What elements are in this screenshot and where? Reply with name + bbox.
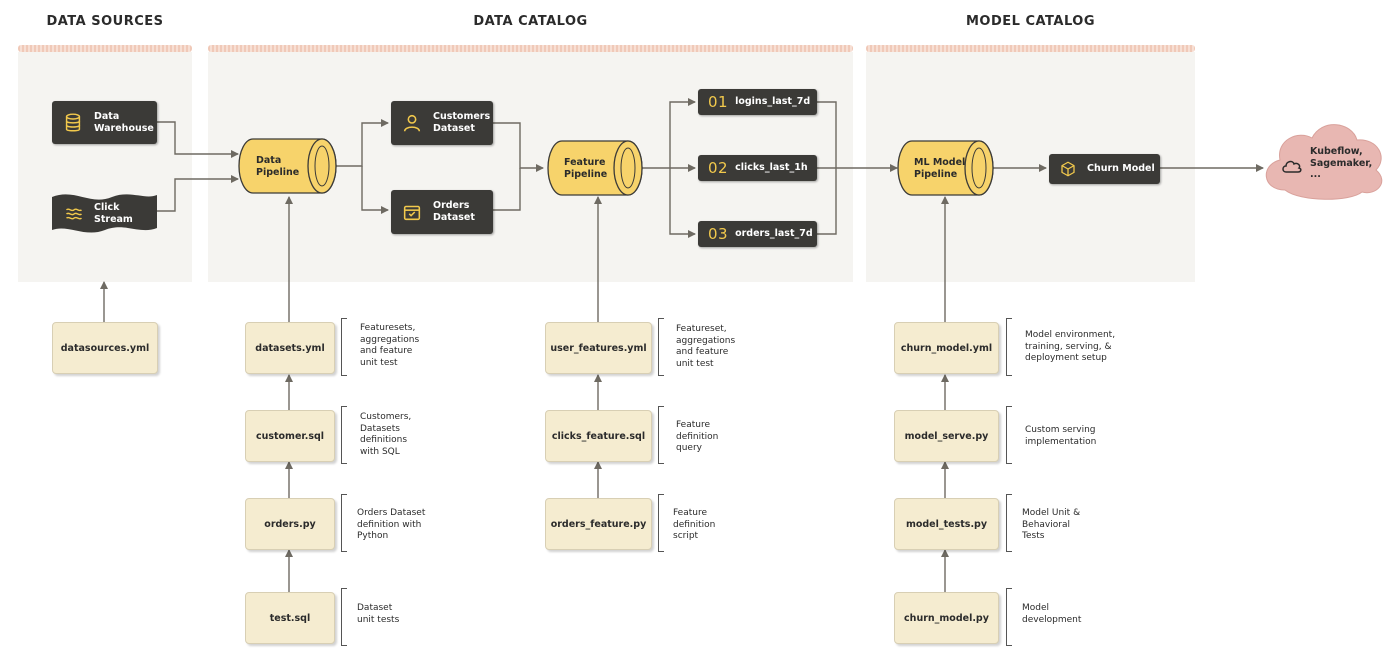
file-model-serve-py[interactable]: model_serve.py [894, 410, 999, 462]
file-datasources-yml[interactable]: datasources.yml [52, 322, 158, 374]
ml-pipeline-label: ML Model Pipeline [914, 157, 966, 180]
feature-node-2[interactable]: 02 clicks_last_1h [698, 155, 817, 181]
package-icon [403, 205, 421, 221]
data-pipeline-label: Data Pipeline [256, 155, 300, 178]
panel-header-bar [866, 45, 1195, 52]
edge-warehouse-to-pipeline [157, 121, 239, 158]
note-bracket [658, 494, 664, 552]
click-stream-node[interactable]: Click Stream [52, 198, 157, 230]
file-orders-feature-py[interactable]: orders_feature.py [545, 498, 652, 550]
ml-pipeline-cylinder [897, 140, 994, 196]
orders-dataset-node[interactable]: Orders Dataset [391, 190, 493, 234]
panel-header-bar [18, 45, 192, 52]
cloud-icon [1282, 160, 1302, 173]
feature-number: 02 [708, 159, 729, 177]
section-title-model-catalog: MODEL CATALOG [965, 14, 1096, 29]
note-orders-feature-py: Feature definition script [673, 508, 716, 541]
edge-to-feature-01 [642, 98, 696, 169]
user-icon [403, 114, 421, 132]
click-stream-shape [52, 194, 157, 233]
edge-customers-to-feature-pipeline [493, 122, 544, 172]
note-user-features-yml: Featureset, aggregations and feature uni… [676, 324, 736, 369]
waves-icon [65, 208, 83, 220]
edge-feature-01-to-ml [817, 101, 837, 168]
feature-label: orders_last_7d [735, 228, 813, 239]
edge-to-feature-03 [669, 168, 696, 238]
edge-pipeline-to-orders [361, 166, 389, 214]
file-clicks-feature-sql[interactable]: clicks_feature.sql [545, 410, 652, 462]
note-model-tests-py: Model Unit & Behavioral Tests [1022, 508, 1081, 541]
cloud-label: Kubeflow, Sagemaker, ... [1310, 146, 1373, 180]
file-customer-sql[interactable]: customer.sql [245, 410, 335, 462]
note-test-sql: Dataset unit tests [357, 603, 400, 625]
feature-number: 01 [708, 93, 729, 111]
note-churn-model-yml: Model environment, training, serving, & … [1025, 330, 1116, 363]
section-title-data-catalog: DATA CATALOG [473, 14, 588, 29]
feature-label: logins_last_7d [735, 96, 811, 107]
feature-node-3[interactable]: 03 orders_last_7d [698, 221, 817, 247]
edge-clickstream-to-pipeline [157, 175, 239, 212]
feature-number: 03 [708, 225, 729, 243]
customers-dataset-label: Customers Dataset [433, 111, 491, 134]
feature-node-1[interactable]: 01 logins_last_7d [698, 89, 817, 115]
cloud-shape [1265, 124, 1383, 200]
data-warehouse-label: Data Warehouse [94, 110, 154, 134]
note-bracket [658, 406, 664, 464]
note-bracket [1006, 406, 1012, 464]
note-bracket [1006, 494, 1012, 552]
note-bracket [1006, 588, 1012, 646]
note-bracket [341, 318, 347, 376]
database-icon [65, 112, 81, 132]
section-title-data-sources: DATA SOURCES [46, 14, 164, 29]
file-datasets-yml[interactable]: datasets.yml [245, 322, 335, 374]
note-bracket [658, 318, 664, 376]
note-customer-sql: Customers, Datasets definitions with SQL [360, 412, 412, 457]
note-clicks-feature-sql: Feature definition query [676, 420, 719, 453]
data-sources-panel [18, 52, 192, 282]
cube-icon [1061, 161, 1075, 177]
note-bracket [341, 406, 347, 464]
note-churn-model-py: Model development [1022, 603, 1082, 625]
file-churn-model-py[interactable]: churn_model.py [894, 592, 999, 644]
edge-pipeline-to-customers [336, 119, 389, 167]
file-churn-model-yml[interactable]: churn_model.yml [894, 322, 999, 374]
orders-dataset-label: Orders Dataset [433, 200, 475, 223]
note-bracket [341, 588, 347, 646]
file-model-tests-py[interactable]: model_tests.py [894, 498, 999, 550]
churn-model-label: Churn Model [1087, 163, 1155, 174]
data-pipeline-cylinder [238, 138, 337, 194]
data-warehouse-node[interactable]: Data Warehouse [52, 101, 157, 144]
file-orders-py[interactable]: orders.py [245, 498, 335, 550]
file-test-sql[interactable]: test.sql [245, 592, 335, 644]
customers-dataset-node[interactable]: Customers Dataset [391, 101, 493, 145]
churn-model-node[interactable]: Churn Model [1049, 154, 1160, 184]
edge-feature-03-to-ml [817, 168, 837, 235]
note-orders-py: Orders Dataset definition with Python [357, 508, 426, 541]
note-bracket [341, 494, 347, 552]
click-stream-label: Click Stream [94, 202, 133, 225]
note-bracket [1006, 318, 1012, 376]
feature-pipeline-label: Feature Pipeline [564, 157, 608, 180]
note-datasets-yml: Featuresets, aggregations and feature un… [360, 323, 420, 368]
note-model-serve-py: Custom serving implementation [1025, 425, 1097, 447]
feature-label: clicks_last_1h [735, 162, 808, 173]
edge-orders-to-feature-pipeline [493, 168, 521, 211]
panel-header-bar [208, 45, 853, 52]
feature-pipeline-cylinder [547, 140, 643, 196]
file-user-features-yml[interactable]: user_features.yml [545, 322, 652, 374]
